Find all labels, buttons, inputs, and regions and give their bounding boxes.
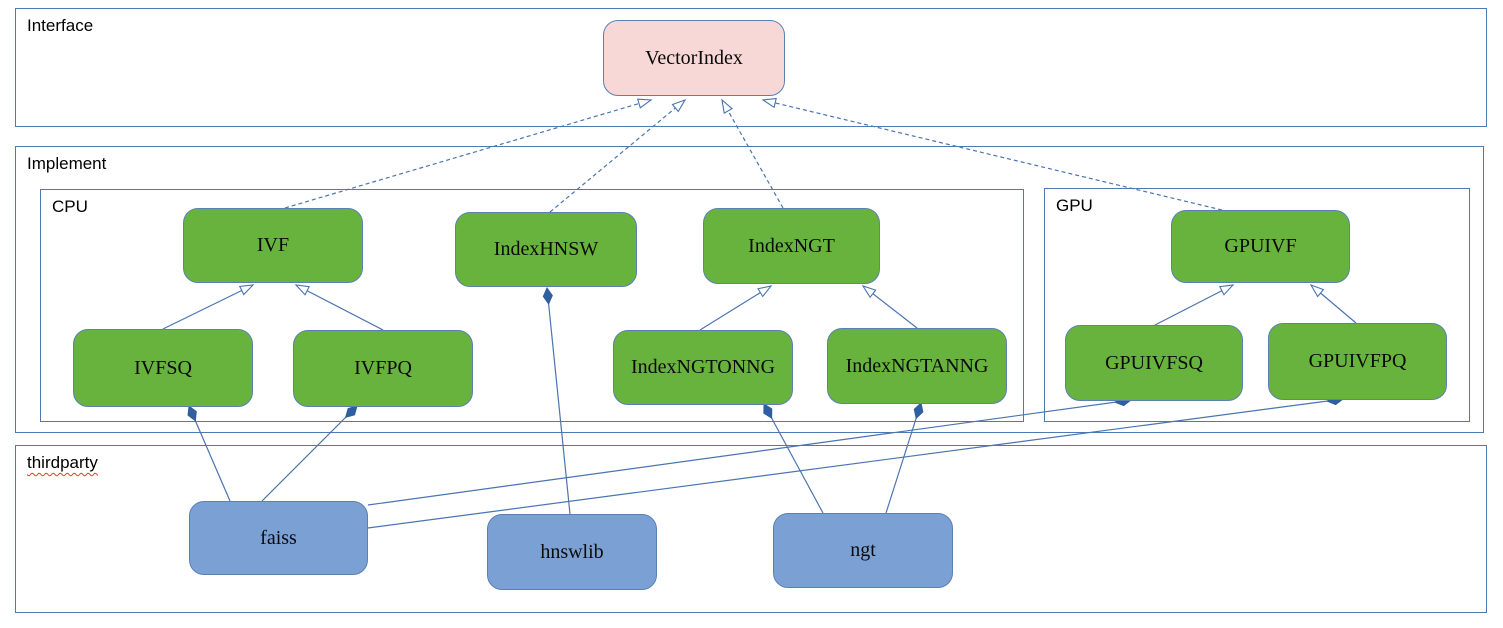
edge-gpuivfsq-to-gpuivf[interactable]: [1154, 284, 1235, 326]
node-ngt-label: ngt: [850, 539, 876, 561]
edge-indexngtanng-to-indexngt[interactable]: [861, 285, 918, 329]
node-ivfsq[interactable]: IVFSQ: [73, 329, 253, 407]
node-hnswlib[interactable]: hnswlib: [487, 514, 657, 590]
implement-label: Implement: [27, 154, 107, 173]
node-hnswlib-label: hnswlib: [540, 540, 604, 563]
node-indexngt[interactable]: IndexNGT: [703, 208, 880, 284]
node-indexhnsw-label: IndexHNSW: [493, 238, 599, 260]
edge-gpuivf-to-vectorindex[interactable]: [761, 97, 1223, 211]
node-gpuivfsq[interactable]: GPUIVFSQ: [1065, 325, 1243, 401]
node-vectorindex[interactable]: VectorIndex: [603, 20, 785, 96]
node-gpuivfpq-label: GPUIVFPQ: [1308, 350, 1407, 372]
edge-ngt-to-indexngtanng[interactable]: [885, 403, 921, 514]
node-gpuivfsq-label: GPUIVFSQ: [1105, 351, 1203, 374]
edge-faiss-to-gpuivfpq[interactable]: [367, 399, 1343, 529]
node-gpuivf[interactable]: GPUIVF: [1171, 210, 1350, 283]
node-indexngt-label: IndexNGT: [748, 234, 835, 257]
edge-hnswlib-to-indexhnsw[interactable]: [547, 288, 571, 515]
cpu-label: CPU: [52, 197, 88, 216]
node-faiss-label: faiss: [260, 526, 297, 549]
edge-faiss-to-gpuivfsq[interactable]: [367, 400, 1131, 506]
node-gpuivf-label: GPUIVF: [1224, 235, 1297, 257]
node-indexhnsw[interactable]: IndexHNSW: [455, 212, 637, 287]
node-ivfpq-label: IVFPQ: [354, 357, 412, 379]
node-faiss[interactable]: faiss: [189, 501, 368, 575]
node-gpuivfpq[interactable]: GPUIVFPQ: [1268, 323, 1447, 400]
edge-indexhnsw-to-vectorindex[interactable]: [549, 98, 687, 213]
edge-ivf-to-vectorindex[interactable]: [284, 98, 653, 209]
node-ngt[interactable]: ngt: [773, 513, 953, 588]
edge-ngt-to-indexngtonng[interactable]: [764, 404, 824, 514]
edge-indexngt-to-vectorindex[interactable]: [721, 98, 784, 209]
edge-ivfpq-to-ivf[interactable]: [294, 284, 384, 331]
node-indexngtonng[interactable]: IndexNGTONNG: [613, 330, 793, 405]
node-indexngtonng-label: IndexNGTONNG: [630, 356, 776, 378]
node-ivf-label: IVF: [256, 234, 290, 256]
edge-gpuivfpq-to-gpuivf[interactable]: [1309, 283, 1357, 324]
edge-ivfsq-to-ivf[interactable]: [162, 284, 255, 330]
node-ivfsq-label: IVFSQ: [134, 356, 192, 379]
thirdparty-label: thirdparty: [27, 453, 98, 472]
node-ivfpq[interactable]: IVFPQ: [293, 330, 473, 407]
node-indexngtanng-label: IndexNGTANNG: [845, 354, 989, 377]
edge-faiss-to-ivfpq[interactable]: [261, 406, 357, 502]
node-vectorindex-label: VectorIndex: [645, 46, 743, 69]
node-indexngtanng[interactable]: IndexNGTANNG: [827, 328, 1007, 404]
edge-indexngtonng-to-indexngt[interactable]: [699, 285, 773, 331]
node-ivf[interactable]: IVF: [183, 208, 363, 283]
interface-label: Interface: [27, 16, 94, 35]
edge-faiss-to-ivfsq[interactable]: [189, 406, 231, 502]
gpu-label: GPU: [1056, 196, 1093, 215]
